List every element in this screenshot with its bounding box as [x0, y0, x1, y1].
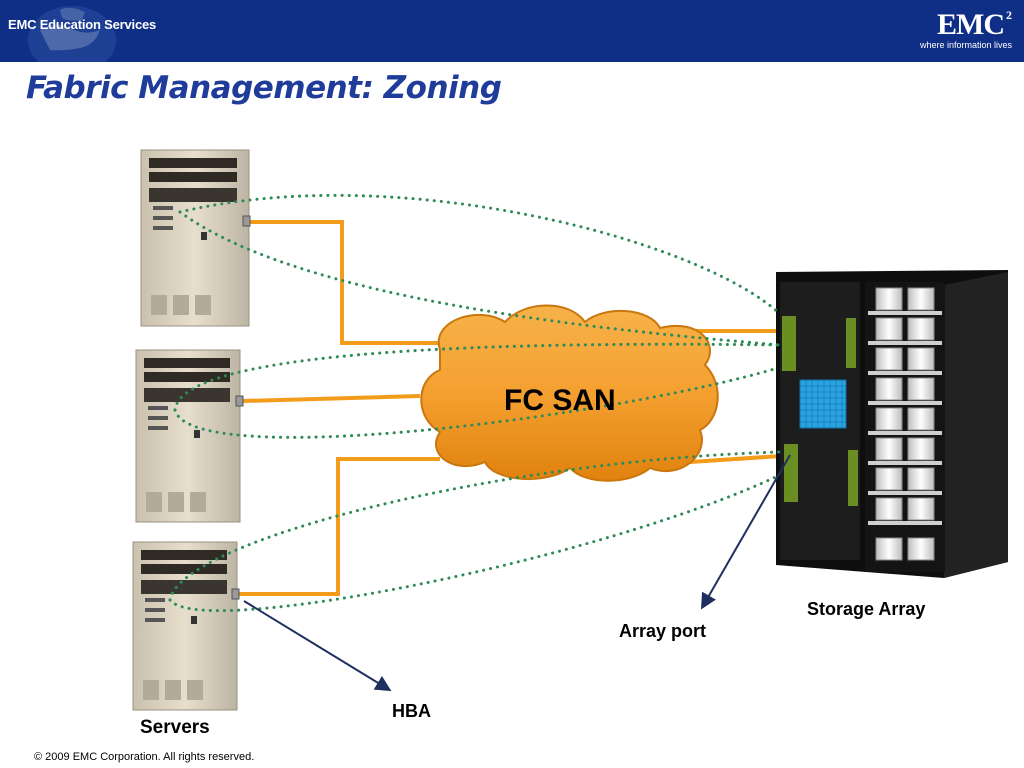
server-tower — [140, 149, 251, 327]
cable-server3 — [238, 457, 440, 596]
server-tower — [135, 349, 244, 523]
zone-line — [178, 193, 782, 316]
storage-array — [776, 270, 1008, 578]
zone-line — [168, 473, 782, 613]
zone-line — [173, 366, 780, 439]
page-title: Fabric Management: Zoning — [26, 70, 502, 106]
emc-logo: EMC — [937, 8, 1005, 41]
storage-array-label: Storage Array — [807, 599, 926, 619]
zone-line — [178, 210, 782, 347]
header-bar: EMC Education Services EMC 2 where infor… — [0, 0, 1024, 62]
education-services-logo: EMC Education Services — [8, 17, 157, 32]
array-port-label: Array port — [619, 621, 707, 641]
cable-server2 — [242, 394, 421, 403]
copyright-footer: © 2009 EMC Corporation. All rights reser… — [34, 751, 255, 763]
emc-tagline: where information lives — [919, 40, 1012, 50]
zone-line — [173, 342, 780, 412]
server-tower — [132, 541, 240, 711]
disk-shelves — [868, 287, 942, 561]
annotation-arrows — [243, 454, 791, 692]
hba-label: HBA — [392, 701, 431, 721]
globe-icon — [28, 6, 116, 62]
zone-paths — [168, 193, 782, 613]
fc-cables — [238, 220, 782, 596]
cable-server1 — [248, 220, 445, 345]
array-port-arrow — [701, 454, 791, 610]
fc-san-cloud — [420, 304, 719, 482]
servers-label: Servers — [140, 717, 210, 738]
array-port — [784, 444, 798, 502]
fc-san-label: FC SAN — [504, 384, 616, 417]
emc-logo-superscript: 2 — [1006, 8, 1012, 22]
cable-array-bottom — [689, 454, 782, 464]
zone-line — [168, 450, 782, 602]
array-port — [782, 316, 796, 371]
hba-arrow — [243, 600, 392, 692]
